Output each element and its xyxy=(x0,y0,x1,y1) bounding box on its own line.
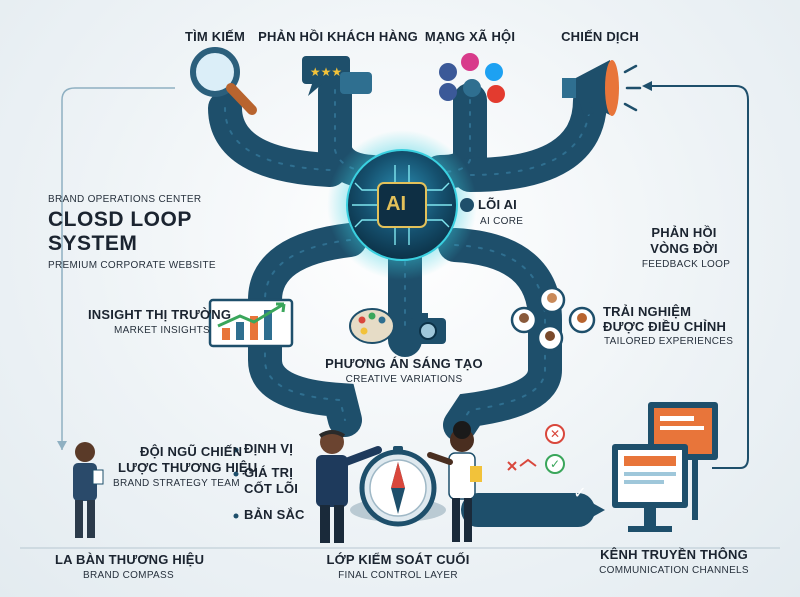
ai-core-title: LÕI AI xyxy=(478,197,517,212)
tailored-experiences-subtitle: TAILORED EXPERIENCES xyxy=(604,336,734,347)
creative-variations-subtitle: CREATIVE VARIATIONS xyxy=(345,374,463,385)
svg-text:✕: ✕ xyxy=(550,427,560,441)
outer-loop-arrow-left xyxy=(57,441,67,450)
value-core-values-line1: GIÁ TRỊ xyxy=(244,465,294,480)
ai-core-sphere xyxy=(327,130,477,280)
strategy-team-person xyxy=(73,442,104,538)
title-caption: PREMIUM CORPORATE WEBSITE xyxy=(48,260,216,271)
value-identity: BẢN SẮC xyxy=(244,507,305,522)
value-positioning: ĐỊNH VỊ xyxy=(244,441,294,456)
palette-camera-icon xyxy=(349,308,446,344)
brand-strategy-line2: LƯỢC THƯƠNG HIỆU xyxy=(118,460,258,475)
feedback-loop-line2: VÒNG ĐỜI xyxy=(650,241,718,256)
channels-subtitle: COMMUNICATION CHANNELS xyxy=(599,565,749,576)
brand-compass-title: LA BÀN THƯƠNG HIỆU xyxy=(55,552,205,567)
channels-title: KÊNH TRUYỀN THÔNG xyxy=(600,547,748,562)
ai-core-badge: AI xyxy=(386,193,406,215)
outer-loop-line-right xyxy=(645,85,749,469)
page-title-line2: SYSTEM xyxy=(48,232,138,255)
megaphone-icon xyxy=(562,60,642,116)
value-core-values-line2: CỐT LÕI xyxy=(244,481,299,496)
customer-feedback-label: PHẢN HỒI KHÁCH HÀNG xyxy=(258,29,418,44)
tailored-experiences-line2: ĐƯỢC ĐIỀU CHỈNH xyxy=(603,319,727,334)
final-control-title: LỚP KIỂM SOÁT CUỐI xyxy=(326,552,470,567)
communication-billboards xyxy=(612,402,718,532)
core-pointer-dot xyxy=(460,198,474,212)
social-media-label: MẠNG XÃ HỘI xyxy=(424,29,516,44)
svg-text:✓: ✓ xyxy=(573,483,586,502)
brand-compass-subtitle: BRAND COMPASS xyxy=(83,570,174,581)
outer-loop-arrow-right xyxy=(642,81,652,91)
page-title-line1: CLOSD LOOP xyxy=(48,208,192,231)
overline-text: BRAND OPERATIONS CENTER xyxy=(48,194,202,205)
svg-text:✓: ✓ xyxy=(550,457,560,471)
approval-marks: ✕ ✓ ✓ xyxy=(507,424,587,502)
feedback-loop-line1: PHẢN HỒI xyxy=(651,225,717,240)
market-insights-subtitle: MARKET INSIGHTS xyxy=(114,325,210,336)
ai-core-subtitle: AI CORE xyxy=(480,216,524,227)
search-label: TÌM KIẾM xyxy=(184,29,246,44)
market-chart-board xyxy=(208,298,294,348)
final-control-subtitle: FINAL CONTROL LAYER xyxy=(338,570,458,581)
audience-avatars xyxy=(510,286,596,352)
social-media-icons xyxy=(439,53,505,103)
svg-text:★★★: ★★★ xyxy=(310,65,342,79)
outer-loop-line-left xyxy=(61,87,175,450)
search-icon xyxy=(190,47,257,115)
channel-arrow-head xyxy=(578,495,605,525)
feedback-loop-subtitle: FEEDBACK LOOP xyxy=(641,259,731,270)
presenter-man xyxy=(316,430,382,543)
brand-compass-icon xyxy=(350,446,446,527)
brand-strategy-subtitle: BRAND STRATEGY TEAM xyxy=(113,478,240,489)
creative-variations-title: PHƯƠNG ÁN SÁNG TẠO xyxy=(325,356,483,371)
brand-strategy-line1: ĐỘI NGŨ CHIẾN xyxy=(140,444,243,459)
market-insights-title: INSIGHT THỊ TRƯỜNG xyxy=(88,307,232,322)
presenter-woman xyxy=(427,421,482,542)
brand-value-bullets xyxy=(233,447,239,519)
campaign-label: CHIẾN DỊCH xyxy=(561,29,639,44)
chat-rating-icon: ★★★ xyxy=(302,56,372,96)
tailored-experiences-line1: TRẢI NGHIỆM xyxy=(603,304,692,319)
